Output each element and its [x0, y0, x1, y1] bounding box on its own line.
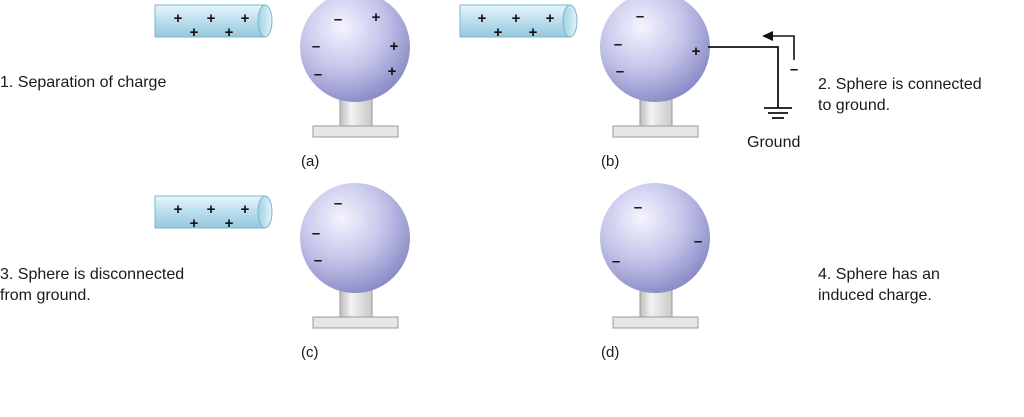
sphere-negative-charge: –	[314, 66, 322, 83]
rod-positive-charge: +	[478, 10, 487, 27]
metal-sphere	[300, 183, 410, 293]
sphere-negative-charge: –	[334, 11, 342, 28]
sphere-positive-charge: +	[390, 38, 399, 55]
rod-positive-charge: +	[529, 24, 538, 41]
sphere-negative-charge: –	[636, 8, 644, 25]
panel-label-d: (d)	[601, 344, 620, 361]
rod-positive-charge: +	[225, 215, 234, 232]
rod-positive-charge: +	[241, 10, 250, 27]
step-2-caption: 2. Sphere is connected to ground.	[818, 76, 982, 114]
sphere-negative-charge: –	[314, 252, 322, 269]
sphere-negative-charge: –	[634, 199, 642, 216]
panel-c: + + + + + – – –	[154, 183, 410, 329]
rod-positive-charge: +	[207, 10, 216, 27]
rod-positive-charge: +	[174, 201, 183, 218]
rod-positive-charge: +	[241, 201, 250, 218]
sphere-negative-charge: –	[614, 36, 622, 53]
panel-label-c: (c)	[301, 344, 319, 361]
sphere-negative-charge: –	[612, 253, 620, 270]
panel-label-b: (b)	[601, 153, 620, 170]
charged-rod: + + + + +	[154, 195, 273, 232]
sphere-negative-charge: –	[312, 225, 320, 242]
sphere-positive-charge: +	[372, 9, 381, 26]
step-3-caption: 3. Sphere is disconnected from ground.	[0, 266, 185, 304]
rod-positive-charge: +	[494, 24, 503, 41]
metal-sphere	[600, 0, 710, 102]
rod-positive-charge: +	[174, 10, 183, 27]
charged-rod: + + + + +	[154, 4, 273, 41]
sphere-negative-charge: –	[694, 233, 702, 250]
charged-rod: + + + + +	[459, 4, 578, 41]
rod-positive-charge: +	[546, 10, 555, 27]
metal-sphere	[300, 0, 410, 102]
panel-d: – – –	[600, 183, 710, 329]
step-4-caption: 4. Sphere has an induced charge.	[818, 266, 940, 304]
step-1-caption: 1. Separation of charge	[0, 74, 167, 91]
metal-sphere	[600, 183, 710, 293]
rod-positive-charge: +	[190, 24, 199, 41]
rod-positive-charge: +	[190, 215, 199, 232]
rod-positive-charge: +	[207, 201, 216, 218]
flowing-negative-charge: –	[790, 61, 798, 78]
sphere-positive-charge: +	[388, 63, 397, 80]
sphere-negative-charge: –	[312, 38, 320, 55]
sphere-negative-charge: –	[616, 63, 624, 80]
rod-positive-charge: +	[225, 24, 234, 41]
sphere-positive-charge: +	[692, 43, 701, 60]
panel-b: + + + + + – – – + –	[459, 0, 798, 138]
rod-positive-charge: +	[512, 10, 521, 27]
panel-a: + + + + + – – – + + +	[154, 0, 410, 138]
electron-flow-arrow: –	[762, 31, 798, 78]
sphere-negative-charge: –	[334, 195, 342, 212]
ground-label: Ground	[747, 134, 801, 151]
ground-wire	[708, 46, 792, 119]
panel-label-a: (a)	[301, 153, 320, 170]
